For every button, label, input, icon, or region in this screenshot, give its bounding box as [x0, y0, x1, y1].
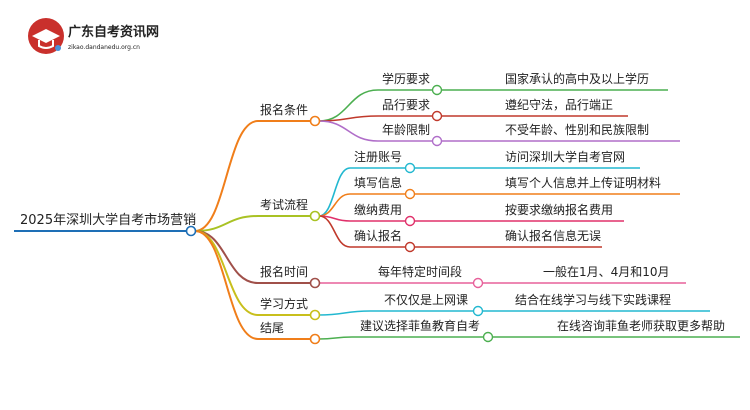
child-label: 建议选择菲鱼教育自考: [360, 318, 480, 333]
child-node-dot[interactable]: [404, 241, 416, 253]
branch-node-dot[interactable]: [309, 309, 321, 321]
leaf-label: 遵纪守法，品行端正: [505, 97, 613, 112]
child-label: 确认报名: [354, 228, 402, 243]
child-connector: [318, 336, 353, 340]
child-label: 不仅仅是上网课: [384, 293, 468, 307]
leaf-label: 不受年龄、性别和民族限制: [505, 123, 649, 137]
child-connector: [318, 167, 351, 217]
branch-connector: [194, 215, 259, 232]
child-label: 缴纳费用: [354, 202, 402, 217]
child-connector: [318, 120, 379, 142]
branch-connector: [194, 120, 259, 232]
root-label: 2025年深圳大学自考市场营销: [20, 212, 196, 228]
branch-label: 报名时间: [260, 264, 308, 279]
logo-title: 广东自考资讯网: [68, 24, 159, 40]
logo-dot: [55, 45, 61, 51]
leaf-label: 确认报名信息无误: [505, 228, 601, 243]
child-node-dot[interactable]: [404, 162, 416, 174]
graduation-cap-icon: [32, 29, 60, 43]
connector-lines: [14, 89, 740, 340]
child-node-dot[interactable]: [431, 84, 443, 96]
graduation-cap-band: [38, 40, 54, 49]
child-node-dot[interactable]: [472, 277, 484, 289]
leaf-label: 结合在线学习与线下实践课程: [515, 292, 671, 307]
leaf-label: 一般在1月、4月和10月: [543, 264, 670, 279]
branch-connector: [194, 230, 259, 340]
child-connector: [318, 193, 351, 217]
child-label: 品行要求: [382, 98, 430, 112]
child-label: 学历要求: [382, 71, 430, 86]
child-label: 注册账号: [354, 149, 402, 164]
branch-node-dot[interactable]: [309, 333, 321, 345]
child-label: 填写信息: [354, 175, 402, 190]
child-node-dot[interactable]: [431, 135, 443, 147]
branch-label: 学习方式: [260, 296, 308, 311]
child-label: 每年特定时间段: [378, 264, 462, 279]
branch-node-dot[interactable]: [309, 115, 321, 127]
leaf-label: 访问深圳大学自考官网: [505, 149, 625, 164]
logo-subtitle: zikao.dandanedu.org.cn: [68, 44, 140, 51]
site-logo: 广东自考资讯网 zikao.dandanedu.org.cn: [28, 18, 159, 54]
child-node-dot[interactable]: [404, 188, 416, 200]
branch-connector: [194, 230, 259, 316]
leaf-label: 国家承认的高中及以上学历: [505, 71, 649, 86]
branch-label: 考试流程: [260, 197, 308, 212]
leaf-label: 按要求缴纳报名费用: [505, 202, 613, 217]
child-label: 年龄限制: [382, 123, 430, 137]
child-node-dot[interactable]: [404, 215, 416, 227]
child-connector: [318, 215, 351, 248]
branch-label: 报名条件: [260, 102, 308, 117]
child-node-dot[interactable]: [472, 305, 484, 317]
branch-label: 结尾: [260, 321, 284, 335]
leaf-label: 在线咨询菲鱼老师获取更多帮助: [557, 318, 725, 333]
leaf-label: 填写个人信息并上传证明材料: [505, 175, 661, 190]
branch-node-dot[interactable]: [309, 210, 321, 222]
root-node-dot[interactable]: [185, 225, 197, 237]
child-node-dot[interactable]: [482, 331, 494, 343]
branch-node-dot[interactable]: [309, 277, 321, 289]
child-node-dot[interactable]: [431, 110, 443, 122]
child-connector: [318, 310, 371, 316]
child-connector: [318, 115, 379, 122]
